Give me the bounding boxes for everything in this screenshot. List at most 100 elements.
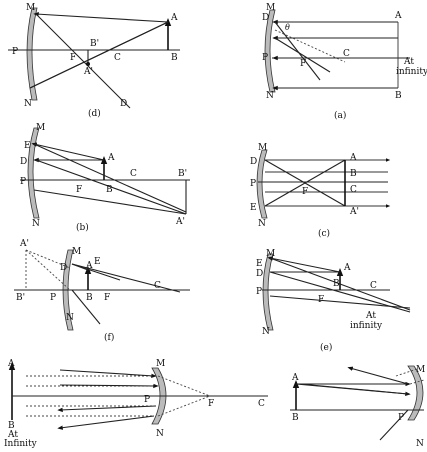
label-C-e: C xyxy=(370,281,377,291)
label-infinity-bl: Infinity xyxy=(4,439,38,449)
label-B-c: B xyxy=(350,169,357,179)
label-E-e: E xyxy=(256,259,263,269)
label-at-bl: At xyxy=(7,430,18,440)
ray-a-refl-1 xyxy=(274,21,321,81)
label-P-bl: P xyxy=(144,395,150,405)
panel-a: M N D P A B C F θ At infinity (a) xyxy=(262,3,427,121)
label-N-br: N xyxy=(416,439,424,449)
label-M-a: M xyxy=(266,3,275,13)
label-B-a: B xyxy=(395,91,402,101)
ray-e-4 xyxy=(269,257,411,311)
caption-b: (b) xyxy=(76,222,89,233)
panel-b: M N E D P A B C F B' A' (b) xyxy=(20,123,190,233)
label-F-e: F xyxy=(318,295,324,305)
mirror-bottom-right xyxy=(407,365,424,421)
panel-bottom-right: A B M N P xyxy=(290,365,425,449)
label-B2-b: B' xyxy=(178,169,187,179)
label-P-d: P xyxy=(12,47,18,57)
label-P-br: P xyxy=(398,413,404,423)
label-B-f: B xyxy=(86,293,93,303)
label-A2-d: A' xyxy=(83,67,93,77)
label-A-bl: A xyxy=(7,359,15,369)
panel-c: M N D P E A B C F A' (c) xyxy=(250,143,391,239)
ray-bl-3 xyxy=(57,405,157,413)
ray-f-1 xyxy=(71,263,181,293)
label-D-e: D xyxy=(256,269,263,279)
ray-f-4 xyxy=(71,289,101,325)
ray-e-3 xyxy=(267,256,341,273)
label-F-bl: F xyxy=(208,399,214,409)
label-M-e: M xyxy=(266,249,275,259)
label-A-f: A xyxy=(85,261,93,271)
label-B-b: B xyxy=(106,185,113,195)
mirror-c xyxy=(256,149,268,219)
label-N-d: N xyxy=(24,99,32,109)
ray-b-3 xyxy=(31,142,105,161)
label-M-f: M xyxy=(72,247,81,257)
label-E-c: E xyxy=(250,203,257,213)
label-P-c: P xyxy=(250,179,256,189)
caption-e: (e) xyxy=(320,342,332,353)
label-D-d: D xyxy=(120,99,127,109)
label-E-b: E xyxy=(24,141,31,151)
label-P-e: P xyxy=(256,287,262,297)
panel-f: A' M N E A B B' P F C D (f) xyxy=(14,239,190,343)
label-B-e: B xyxy=(333,279,340,289)
dotted-a xyxy=(274,29,346,63)
label-B-d: B xyxy=(171,53,178,63)
label-N-e: N xyxy=(262,327,270,337)
virtual-1 xyxy=(157,375,211,397)
label-infinity-a: infinity xyxy=(396,67,427,77)
label-P-b: P xyxy=(20,177,26,187)
label-A2-b: A' xyxy=(175,217,185,227)
label-A-b: A xyxy=(107,153,115,163)
label-B2-f: B' xyxy=(16,293,25,303)
label-N-f: N xyxy=(66,313,74,323)
label-A-a: A xyxy=(394,11,402,21)
label-N-b: N xyxy=(32,219,40,229)
mirror-d xyxy=(26,7,38,101)
label-F-b: F xyxy=(76,185,82,195)
label-C-f: C xyxy=(154,281,161,291)
label-B2-d: B' xyxy=(90,39,99,49)
label-F-f: F xyxy=(104,293,110,303)
label-M-b: M xyxy=(36,123,45,133)
ray-br-5 xyxy=(379,409,409,441)
ray-br-4 xyxy=(299,383,409,395)
mirror-b xyxy=(27,127,40,219)
label-M-bl: M xyxy=(156,359,165,369)
caption-a: (a) xyxy=(334,110,346,121)
image-tip-d xyxy=(86,62,90,66)
label-M-br: M xyxy=(416,365,425,375)
label-N-bl: N xyxy=(156,429,164,439)
ray-d-1 xyxy=(33,11,169,23)
caption-c: (c) xyxy=(318,228,330,239)
ray-b-5 xyxy=(33,189,187,215)
label-B-br: B xyxy=(292,413,299,423)
label-N-c: N xyxy=(258,219,266,229)
virtual-2 xyxy=(157,395,211,417)
panel-bottom-left: A B At Infinity M N P F C xyxy=(4,359,268,449)
label-A-e: A xyxy=(343,263,351,273)
label-B-bl: B xyxy=(8,421,15,431)
mirror-bottom-left xyxy=(151,367,167,425)
label-F-d: F xyxy=(70,53,76,63)
ray-f-3 xyxy=(71,263,121,281)
label-D-b: D xyxy=(20,157,27,167)
ray-d-4 xyxy=(29,21,169,89)
label-theta-a: θ xyxy=(285,23,290,32)
ray-c-cross-2 xyxy=(264,159,346,207)
label-F-c: F xyxy=(302,187,308,197)
label-A-d: A xyxy=(170,13,178,23)
caption-f: (f) xyxy=(104,332,114,343)
label-M-c: M xyxy=(258,143,267,153)
dotted-br-2 xyxy=(395,367,421,377)
panel-d: M N P A B C F B' A' D (d) xyxy=(8,3,180,119)
mirror-e xyxy=(262,253,274,331)
caption-d: (d) xyxy=(88,108,101,119)
label-N-a: N xyxy=(266,91,274,101)
ray-bl-1 xyxy=(59,369,157,379)
label-A-c: A xyxy=(349,153,357,163)
